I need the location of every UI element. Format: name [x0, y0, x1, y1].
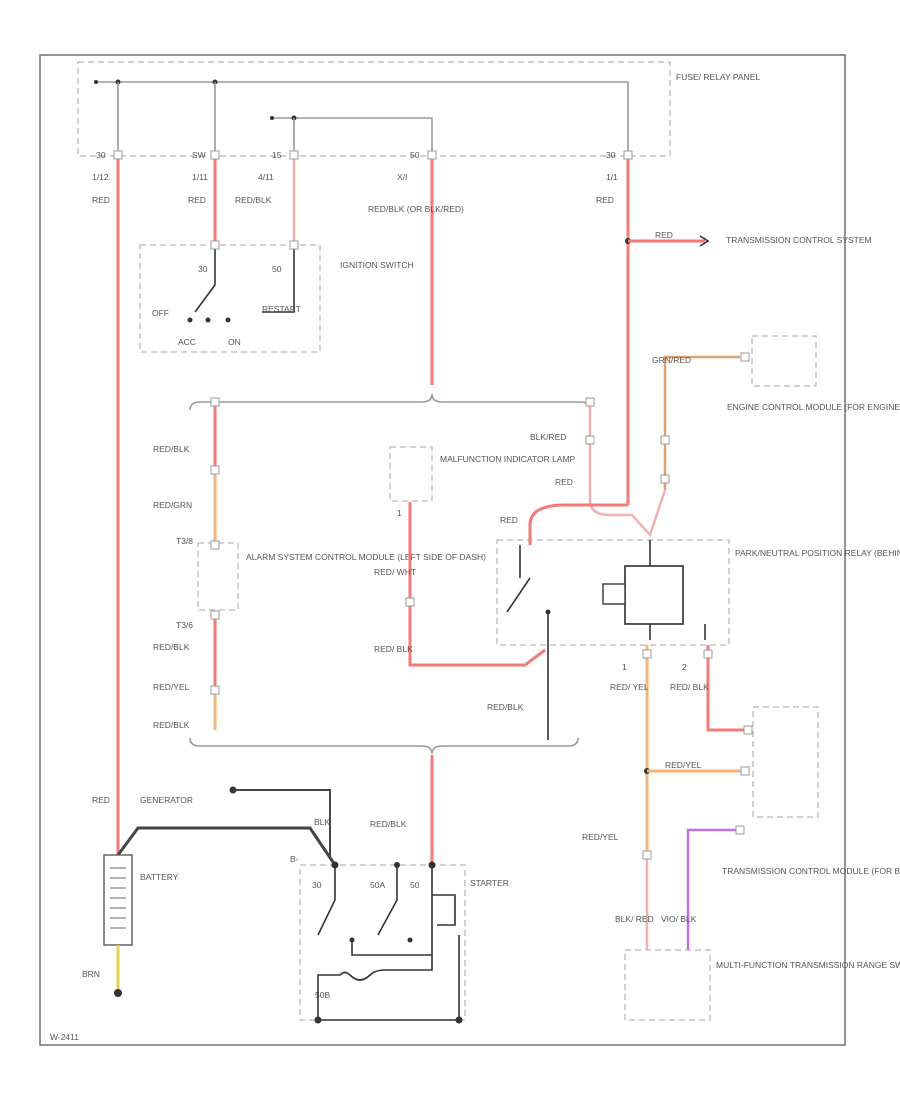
- transmission-control-system-label: TRANSMISSION CONTROL SYSTEM: [726, 235, 872, 245]
- svg-text:RED/ YEL: RED/ YEL: [610, 682, 649, 692]
- svg-text:T3/8: T3/8: [176, 536, 193, 546]
- wire-battery-positive: [116, 826, 337, 866]
- battery-neg-label: B-: [290, 854, 299, 864]
- svg-text:T3/6: T3/6: [176, 620, 193, 630]
- svg-text:30: 30: [198, 264, 208, 274]
- svg-text:RED: RED: [188, 195, 206, 205]
- svg-text:RED/BLK: RED/BLK: [487, 702, 524, 712]
- svg-text:4/11: 4/11: [258, 172, 274, 182]
- svg-text:RED/ WHT: RED/ WHT: [374, 567, 416, 577]
- wire-relay-feed: [528, 503, 628, 545]
- svg-text:50: 50: [272, 264, 282, 274]
- svg-text:VIO/ BLK: VIO/ BLK: [661, 914, 697, 924]
- battery-cells: [110, 867, 126, 929]
- wire-mil: [408, 502, 546, 667]
- engine-control-module-label: ENGINE CONTROL MODULE (FOR ENGINE COMPT,…: [727, 402, 900, 412]
- svg-text:RED/YEL: RED/YEL: [153, 682, 190, 692]
- wire-generator: [233, 789, 331, 858]
- svg-text:RED: RED: [596, 195, 614, 205]
- svg-text:RED/GRN: RED/GRN: [153, 500, 192, 510]
- generator-label: GENERATOR: [140, 795, 193, 805]
- fuse-wire-labels: 1/12 1/11 4/11 X/I 1/1: [92, 172, 618, 182]
- svg-text:RED/YEL: RED/YEL: [582, 832, 619, 842]
- wire-tcm-violet: [686, 828, 740, 950]
- pn-relay-box: [496, 539, 730, 646]
- starter-terminal-labels: 30 50A 50 50B: [312, 880, 420, 1000]
- svg-text:50B: 50B: [315, 990, 330, 1000]
- svg-text:BLK/ RED: BLK/ RED: [615, 914, 654, 924]
- mil-box: [389, 446, 433, 502]
- upper-brace: [189, 393, 591, 411]
- lower-brace: [189, 737, 579, 755]
- svg-text:X/I: X/I: [397, 172, 407, 182]
- svg-text:RED: RED: [500, 515, 518, 525]
- range-switch-box: [624, 949, 711, 1021]
- relay-coil: [624, 565, 684, 625]
- diagram-code: W-2411: [50, 1032, 79, 1042]
- svg-text:50: 50: [410, 880, 420, 890]
- svg-text:RED/ BLK: RED/ BLK: [670, 682, 709, 692]
- svg-text:RED: RED: [555, 477, 573, 487]
- tcm-label: TRANSMISSION CONTROL MODULE (FOR BELOW R…: [722, 866, 900, 876]
- svg-text:1/1: 1/1: [606, 172, 618, 182]
- svg-text:BRN: BRN: [82, 969, 100, 979]
- svg-text:RED/BLK: RED/BLK: [153, 720, 190, 730]
- mil-label: MALFUNCTION INDICATOR LAMP: [440, 454, 576, 464]
- svg-text:RED/BLK: RED/BLK: [370, 819, 407, 829]
- range-switch-label: MULTI-FUNCTION TRANSMISSION RANGE SWITCH: [716, 960, 900, 970]
- svg-text:50A: 50A: [370, 880, 385, 890]
- pn-relay-label: PARK/NEUTRAL POSITION RELAY (BEHIND LEFT…: [735, 548, 900, 558]
- engine-control-module-box: [751, 335, 817, 387]
- svg-text:1: 1: [397, 508, 402, 518]
- svg-text:BLK/RED: BLK/RED: [530, 432, 566, 442]
- svg-text:RED/ BLK: RED/ BLK: [374, 644, 413, 654]
- svg-text:30: 30: [606, 150, 616, 160]
- svg-text:RED/BLK: RED/BLK: [235, 195, 272, 205]
- svg-text:SW: SW: [192, 150, 206, 160]
- svg-text:RED/YEL: RED/YEL: [665, 760, 702, 770]
- fuse-relay-panel-box: [77, 61, 671, 157]
- wire-ecm: [663, 355, 740, 490]
- svg-text:ACC: ACC: [178, 337, 196, 347]
- ignition-switch-box: [139, 244, 321, 353]
- svg-text:1/12: 1/12: [92, 172, 109, 182]
- svg-text:RED/BLK: RED/BLK: [153, 444, 190, 454]
- svg-text:BLK: BLK: [314, 817, 330, 827]
- alarm-module-label: ALARM SYSTEM CONTROL MODULE (LEFT SIDE O…: [246, 552, 486, 562]
- svg-text:30: 30: [312, 880, 322, 890]
- connector-markers: [113, 150, 753, 860]
- svg-text:RED: RED: [92, 795, 110, 805]
- svg-text:GRN/RED: GRN/RED: [652, 355, 691, 365]
- fuse-pin-labels: 30 SW 15 50 30: [96, 150, 616, 160]
- tcm-box: [752, 706, 819, 818]
- ignition-off-label: OFF: [152, 308, 169, 318]
- svg-text:50: 50: [410, 150, 420, 160]
- wire-relay-out-2: [706, 645, 748, 732]
- wire-label-red-1: RED: [92, 195, 110, 205]
- starter-label: STARTER: [470, 878, 509, 888]
- svg-text:1/11: 1/11: [192, 172, 208, 182]
- svg-text:RED/BLK (OR BLK/RED): RED/BLK (OR BLK/RED): [368, 204, 464, 214]
- fuse-relay-panel-label: FUSE/ RELAY PANEL: [676, 72, 760, 82]
- svg-text:15: 15: [272, 150, 282, 160]
- battery-label: BATTERY: [140, 872, 179, 882]
- svg-text:2: 2: [682, 662, 687, 672]
- alarm-module-box: [197, 542, 239, 611]
- svg-text:RED/BLK: RED/BLK: [153, 642, 190, 652]
- diagram-frame: [39, 54, 846, 1046]
- ignition-switch-label: IGNITION SWITCH: [340, 260, 414, 270]
- svg-text:ON: ON: [228, 337, 241, 347]
- svg-text:30: 30: [96, 150, 106, 160]
- svg-text:RED: RED: [655, 230, 673, 240]
- svg-text:1: 1: [622, 662, 627, 672]
- ignition-restart-label: RESTART: [262, 304, 301, 314]
